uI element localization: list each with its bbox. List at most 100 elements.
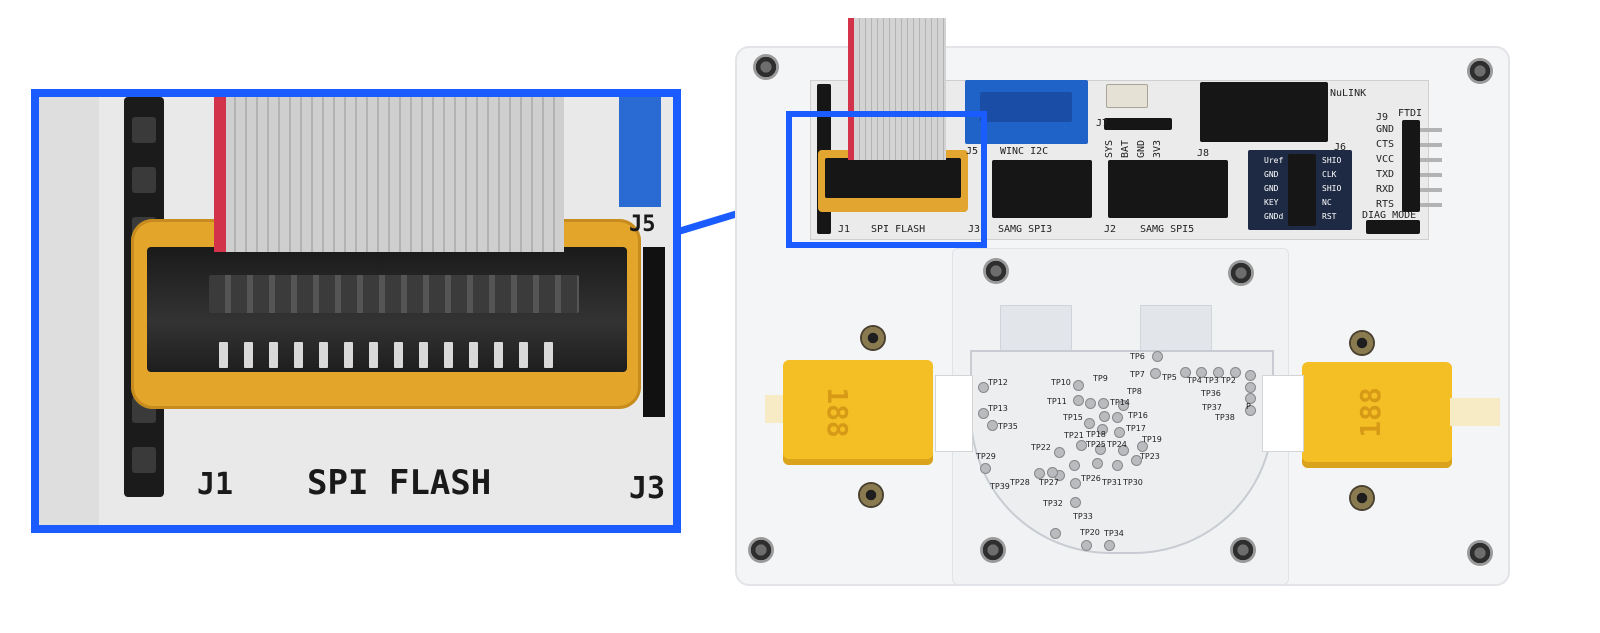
test-point-label-tp31: TP31 (1102, 478, 1122, 487)
test-point-pad (1081, 540, 1092, 551)
test-point-label-tp16: TP16 (1128, 411, 1148, 420)
motor-shaft (1450, 398, 1500, 426)
test-point-label-tp8: TP8 (1127, 387, 1142, 396)
ribbon-cable (848, 18, 946, 160)
zoom-socket-lead (519, 342, 528, 368)
test-point-label-tp18: TP18 (1086, 430, 1106, 439)
test-point-pad (1114, 427, 1125, 438)
test-point-label-tp26: TP26 (1081, 474, 1101, 483)
ftdi-pin-label: RXD (1376, 184, 1395, 195)
test-point-pad (1097, 424, 1108, 435)
j6-left-pin-label: GND (1264, 170, 1279, 179)
test-point-label-tp4: TP4 (1187, 376, 1202, 385)
jig-tab (1000, 305, 1072, 352)
test-point-pad (978, 408, 989, 419)
label-j6: J6 (1334, 142, 1347, 153)
ftdi-pin-label: RTS (1376, 199, 1395, 210)
test-point-pad (1245, 405, 1256, 416)
zoom-socket-lead (269, 342, 278, 368)
zoom-socket-lead (419, 342, 428, 368)
test-point-pad (987, 420, 998, 431)
test-point-label-tp25: TP25 (1086, 440, 1106, 449)
label-gnd: GND (1136, 139, 1147, 158)
test-point-label-tp15: TP15 (1063, 413, 1083, 422)
zoom-ribbon-red-stripe (214, 97, 226, 252)
test-point-label-tp3: TP3 (1204, 376, 1219, 385)
test-point-label-tp39: TP39 (990, 482, 1010, 491)
zoom-ribbon-cable (214, 97, 564, 252)
test-point-label-tp29: TP29 (976, 452, 996, 461)
spi-flash-highlight-box (786, 111, 987, 248)
zoom-header-pin (132, 447, 156, 473)
right-gear-motor (1302, 362, 1452, 468)
test-point-label-tp10: TP10 (1051, 378, 1071, 387)
ftdi-pin (1420, 188, 1442, 192)
zoom-label-j3: J3 (629, 471, 666, 506)
label-samg-spi3: SAMG SPI3 (998, 224, 1053, 235)
test-point-label-tp7: TP7 (1130, 370, 1145, 379)
zoom-socket-lead (394, 342, 403, 368)
test-point-pad (1070, 478, 1081, 489)
test-point-pad (1104, 540, 1115, 551)
test-point-label-tp34: TP34 (1104, 529, 1124, 538)
test-point-pad (1034, 468, 1045, 479)
label-j2: J2 (1104, 224, 1117, 235)
zoom-label-j5: J5 (629, 212, 656, 237)
test-point-label-tp20: TP20 (1080, 528, 1100, 537)
j3-header (992, 160, 1092, 218)
test-point-pad (1095, 444, 1106, 455)
test-point-pad (980, 463, 991, 474)
label-j9: J9 (1376, 112, 1389, 123)
test-point-label-tp24: TP24 (1107, 440, 1127, 449)
test-point-label-tp11: TP11 (1047, 397, 1067, 406)
zoom-socket-lead (469, 342, 478, 368)
jig-tab (1140, 305, 1212, 352)
ftdi-pin-label: VCC (1376, 154, 1395, 165)
j6-right-pin-label: NC (1322, 198, 1332, 207)
test-point-pad (1073, 380, 1084, 391)
left-gear-motor (783, 360, 933, 465)
label-3v3: 3V3 (1152, 139, 1163, 158)
test-point-pad (1137, 441, 1148, 452)
left-motor-text: 188 (820, 387, 854, 438)
zoom-socket-lead (344, 342, 353, 368)
label-ftdi: FTDI (1398, 108, 1423, 119)
test-point-label-tp9: TP9 (1093, 374, 1108, 383)
diag-mode-header (1366, 220, 1420, 234)
test-point-pad (1085, 398, 1096, 409)
zoom-socket-lead (319, 342, 328, 368)
test-point-pad (1245, 382, 1256, 393)
test-point-pad (1047, 467, 1058, 478)
test-point-pad (1073, 395, 1084, 406)
screw-icon (1467, 58, 1493, 84)
ftdi-pin (1420, 173, 1442, 177)
zoom-socket-lead (294, 342, 303, 368)
test-point-label-tp23: TP23 (1140, 452, 1160, 461)
screw-icon (983, 258, 1009, 284)
test-point-label-tp36: TP36 (1201, 389, 1221, 398)
test-point-pad (1076, 440, 1087, 451)
label-j5: J5 (966, 146, 979, 157)
ftdi-pin (1420, 158, 1442, 162)
test-point-label-tp17: TP17 (1126, 424, 1146, 433)
ftdi-pin-label: CTS (1376, 139, 1395, 150)
label-j1: J1 (838, 224, 851, 235)
test-point-label-tp2: TP2 (1221, 376, 1236, 385)
test-point-pad (1118, 445, 1129, 456)
zoom-socket-lead (219, 342, 228, 368)
j6-right-pin-label: SHIO (1322, 156, 1342, 165)
ribbon-cable-red-stripe (848, 18, 854, 160)
zoom-inset-spi-flash: J1 SPI FLASH J3 J5 (31, 89, 681, 533)
test-point-pad (1069, 460, 1080, 471)
test-point-pad (1213, 367, 1224, 378)
test-point-label-tp6: TP6 (1130, 352, 1145, 361)
label-spi-flash: SPI FLASH (871, 224, 926, 235)
battery-connector (1106, 84, 1148, 108)
zoom-socket-lead (244, 342, 253, 368)
screw-icon (748, 537, 774, 563)
left-motor-clip (935, 375, 973, 452)
test-point-pad (1152, 351, 1163, 362)
test-point-label-tp13: TP13 (988, 404, 1008, 413)
test-point-pad (1099, 411, 1110, 422)
standoff-icon (1349, 330, 1375, 356)
